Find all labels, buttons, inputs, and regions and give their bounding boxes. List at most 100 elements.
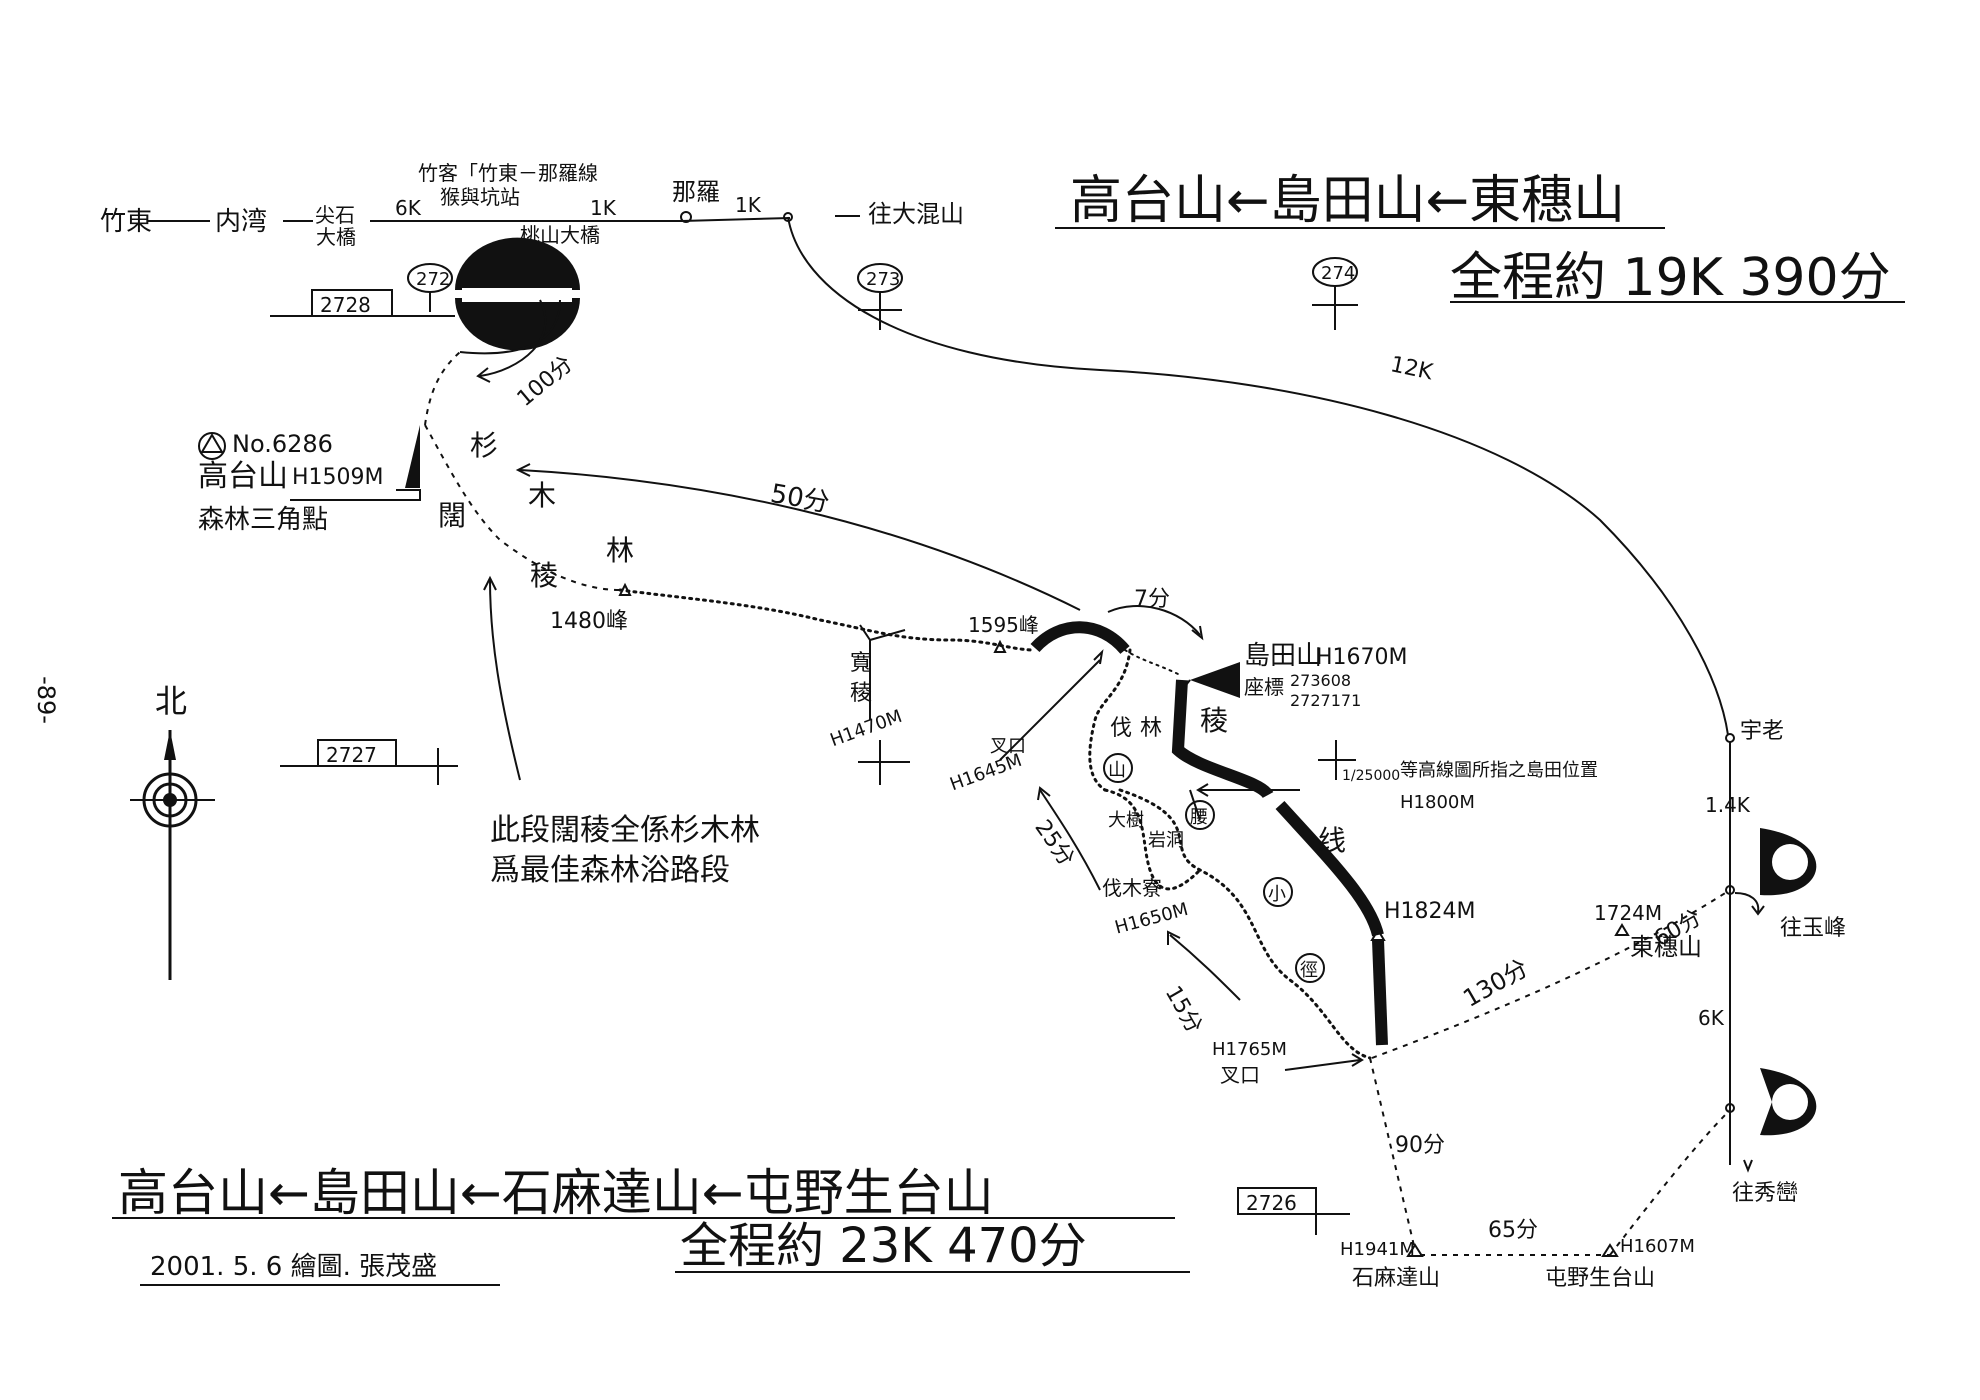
daotian-name: 島田山: [1244, 641, 1322, 671]
ridge-char-k1: 闊: [438, 499, 466, 532]
note-text: 等高線圖所指之島田位置: [1400, 760, 1598, 781]
gaotai-no: No.6286: [232, 430, 333, 458]
author-note: 2001. 5. 6 繪圖. 張茂盛: [150, 1252, 437, 1282]
peak-1724-icon: [1614, 923, 1630, 936]
ridge-char-cs2: 腰: [1190, 807, 1208, 828]
north-arrow-icon: [164, 730, 176, 760]
ridge-char-c1: 杉: [470, 429, 498, 462]
ridge-char-cs1: 山: [1108, 760, 1126, 781]
to-yufeng-text: 往玉峰: [1780, 916, 1846, 941]
north-label: 北: [155, 682, 187, 720]
tunye-height: H1607M: [1620, 1236, 1695, 1257]
grid-2727: 2727: [326, 743, 377, 767]
to-xiuluan: 往秀巒: [1732, 1181, 1798, 1206]
ridge-char-c3: 林: [606, 534, 634, 567]
grid-2726: 2726: [1246, 1191, 1297, 1215]
to-yufeng: 往玉峰: [1780, 916, 1846, 941]
ridge-char-c2: 木: [528, 479, 556, 512]
time-25: 25分: [1030, 816, 1079, 871]
note-scale: 1/25000: [1342, 768, 1400, 784]
road-to-yulao: [787, 216, 1729, 736]
fork-1765: H1765M: [1212, 1039, 1287, 1060]
triangulation-icon: [200, 433, 224, 453]
bus-stop: 猴與坑站: [440, 185, 520, 209]
time-100: 100分: [513, 352, 578, 412]
junction-icon-2: [1725, 885, 1735, 895]
bottom-title-block: 高台山←島田山←石麻達山←屯野生台山 全程約 23K 470分 2001. 5.…: [112, 1164, 1190, 1286]
dist-14k: 1.4K: [1705, 793, 1751, 817]
dist-1k-b: 1K: [735, 193, 762, 217]
top-title-block: 高台山←島田山←東穗山 全程約 19K 390分: [1055, 171, 1905, 308]
ridge-char-k2: 稜: [530, 559, 558, 592]
ridge-char-r1: 稜: [1200, 704, 1228, 737]
big-tree: 大樹: [1108, 810, 1144, 831]
coord-2: 2727171: [1290, 691, 1361, 710]
dongsui-height: 1724M: [1594, 901, 1662, 925]
note-height: H1800M: [1400, 792, 1475, 813]
peak-1480-icon: [618, 582, 632, 596]
fork-1645: H1645M: [947, 750, 1025, 795]
road-labels: 竹東 内湾 尖石 大橋 6K 竹客「竹東－那羅線 猴與坑站 1K 那羅 1K 往…: [100, 161, 1846, 1206]
grid-272: 272: [416, 269, 450, 290]
grid-274: 274: [1321, 263, 1355, 284]
dist-1k-a: 1K: [590, 196, 617, 220]
trail-labels: 100分 50分 7分 25分 15分 130分 60分 90分 65分 H14…: [490, 352, 1706, 1243]
ridge-labels: 杉 木 林 闊 稜 稜 线 寬 稜 伐 林 山 腰 小 徑: [438, 429, 1346, 983]
gaotai-height: H1509M: [292, 465, 384, 490]
north-compass: 北: [130, 682, 215, 980]
time-7: 7分: [1134, 587, 1170, 612]
peak-1480: 1480峰: [550, 609, 628, 634]
time-130: 130分: [1458, 954, 1532, 1013]
daotian-height: H1670M: [1316, 645, 1408, 670]
peak-1824: H1824M: [1384, 899, 1476, 924]
grid-markers: 272 273 274 2728 2727 2726: [270, 257, 1358, 1235]
to-dabashan: 往大混山: [868, 200, 964, 228]
page-number: -89-: [32, 676, 60, 724]
time-90: 90分: [1395, 1133, 1445, 1158]
place-bridge: 大橋: [316, 225, 356, 249]
dongsui-name-text: 東穗山: [1630, 933, 1702, 961]
fork-label-1765: 叉口: [1220, 1063, 1260, 1087]
peak-1824-icon: [1370, 928, 1386, 941]
junction-icon-3: [1725, 1103, 1735, 1113]
ridge-char-fl2: 林: [1140, 716, 1162, 741]
fork-label-1645: 叉口: [990, 736, 1026, 757]
bus-line: 竹客「竹東－那羅線: [418, 161, 598, 185]
fork-1470: H1470M: [827, 706, 905, 751]
bottom-route-title: 高台山←島田山←石麻達山←屯野生台山: [118, 1164, 994, 1222]
ridge-char-cs3: 小: [1268, 884, 1286, 905]
place-neiwan: 内湾: [215, 207, 267, 237]
lumber-camp-height: H1650M: [1113, 899, 1191, 939]
trails: [424, 299, 1731, 1256]
shimada-name: 石麻達山: [1352, 1266, 1440, 1291]
station-icon-bottom: [1760, 1068, 1817, 1136]
place-yulao: 宇老: [1740, 719, 1784, 744]
grid-273: 273: [866, 269, 900, 290]
forest-note-1: 此段闊稜全係杉木林: [490, 813, 760, 848]
gaotai-name: 高台山: [198, 459, 288, 494]
road-network: [148, 211, 1765, 1173]
time-50: 50分: [768, 479, 831, 519]
dist-12k: 12K: [1388, 352, 1435, 385]
ridge-char-sub1: 寬: [850, 651, 872, 676]
peak-tunye-icon: [1601, 1243, 1619, 1257]
time-65: 65分: [1488, 1218, 1538, 1243]
shelter: 岩洞: [1148, 830, 1184, 851]
top-total: 全程約 19K 390分: [1450, 248, 1891, 308]
peak-labels: No.6286 高台山 H1509M 森林三角點 1480峰 1595峰 島田山…: [198, 430, 1702, 1291]
dist-6k-b: 6K: [1698, 1006, 1725, 1030]
place-zhudong: 竹東: [100, 207, 152, 237]
ridge-char-r2: 线: [1318, 824, 1346, 857]
gaotai-type: 森林三角點: [198, 505, 328, 535]
ridge-char-sub2: 稜: [850, 681, 872, 706]
ridge-char-cs4: 徑: [1300, 960, 1318, 981]
naluo-stop-icon: [680, 211, 692, 223]
dongsui-name: 東穗山: [1630, 933, 1702, 961]
dist-6k: 6K: [395, 196, 422, 220]
time-arrows: [476, 299, 1364, 1071]
lumber-camp: 伐木寮: [1102, 876, 1162, 900]
gaotai-flag-icon: [405, 425, 420, 488]
forest-note-2: 爲最佳森林浴路段: [490, 853, 730, 888]
peak-shimada-icon: [1406, 1243, 1424, 1257]
station-icon-top: [455, 237, 580, 351]
